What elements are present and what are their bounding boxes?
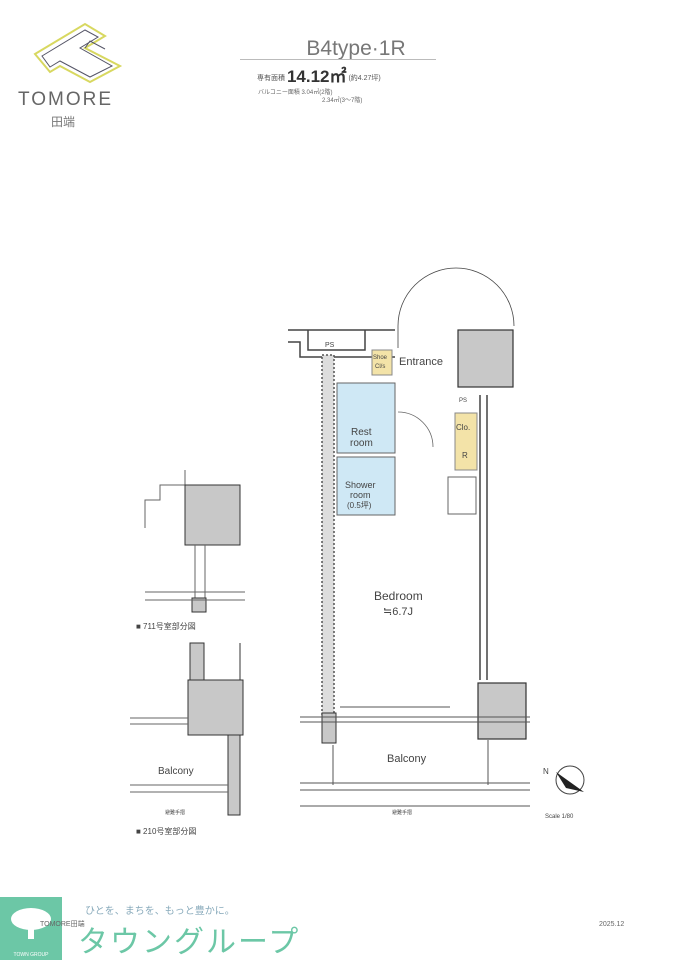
logo-text: TOWN GROUP: [13, 952, 49, 958]
tree-icon: [11, 908, 51, 939]
label-partial-711: ■ 711号室部分図: [136, 621, 196, 631]
label-rail: 避難手摺: [392, 809, 412, 816]
footer-tagline: ひとを、まちを、もっと豊かに。: [85, 906, 235, 917]
label-clo: Clo.: [456, 423, 470, 432]
shower-room: [336, 456, 396, 516]
area-row: 専有面積 14.12㎡ (約4.27坪): [257, 62, 381, 87]
tomore-logo-icon: [33, 22, 123, 84]
scale-label: Scale 1/80: [545, 814, 574, 820]
label-balcony: Balcony: [387, 753, 427, 765]
label-bedroom: Bedroom: [374, 589, 423, 603]
area-label: 専有面積: [257, 75, 285, 82]
entrance-door-swing: [397, 267, 515, 327]
balcony-area: バルコニー面積 3.04㎡(2階): [258, 90, 333, 96]
area-tsubo: (約4.27坪): [348, 75, 381, 82]
partial-plan-210: [130, 642, 244, 816]
column-top-right: [457, 329, 514, 388]
label-partial-210: ■ 210号室部分図: [136, 826, 196, 836]
label-shoe-1: Shoe: [373, 355, 388, 361]
left-wall: [321, 354, 335, 716]
brand-sub: 田端: [51, 115, 76, 129]
brand-name: TOMORE: [18, 89, 114, 110]
closet: [454, 412, 478, 471]
label-shower-1: Shower: [345, 480, 376, 490]
shoe-closet: [371, 349, 393, 376]
partial-plan-711: [144, 470, 245, 613]
label-bedroom-size: ≒6.7J: [383, 606, 413, 618]
footer-property: TOMORE田端: [40, 921, 85, 928]
label-ps-1: PS: [325, 342, 335, 349]
label-shoe-2: Cl/s: [375, 364, 385, 370]
column-bottom-right: [477, 682, 527, 740]
floor-plan: PS Shoe Cl/s Entrance PS Clo. R Rest roo…: [130, 267, 585, 836]
label-rest-1: Rest: [351, 427, 372, 438]
svg-text:N: N: [543, 767, 549, 776]
north-arrow-icon: N: [543, 765, 585, 795]
date: 2025.12: [599, 921, 625, 928]
restroom: [336, 382, 396, 454]
label-shower-3: (0.5坪): [347, 501, 372, 510]
fridge-space: [447, 476, 477, 515]
label-rail-partial: 避難手摺: [165, 809, 185, 816]
column-bottom-left: [321, 712, 337, 744]
label-entrance: Entrance: [399, 356, 443, 368]
area-value: 14.12㎡: [286, 67, 347, 86]
label-balcony-partial: Balcony: [158, 766, 194, 777]
town-group-logo: TOWN GROUP: [0, 897, 62, 960]
label-shower-2: room: [350, 490, 371, 500]
title-divider: [240, 59, 436, 60]
label-r: R: [462, 451, 468, 460]
label-ps-2: PS: [459, 398, 467, 404]
label-rest-2: room: [350, 438, 373, 449]
balcony-area-2: 2.34㎡(3〜7階): [322, 98, 363, 104]
plan-title: B4type·1R: [306, 37, 406, 60]
footer-group-name: タウングループ: [78, 926, 301, 959]
